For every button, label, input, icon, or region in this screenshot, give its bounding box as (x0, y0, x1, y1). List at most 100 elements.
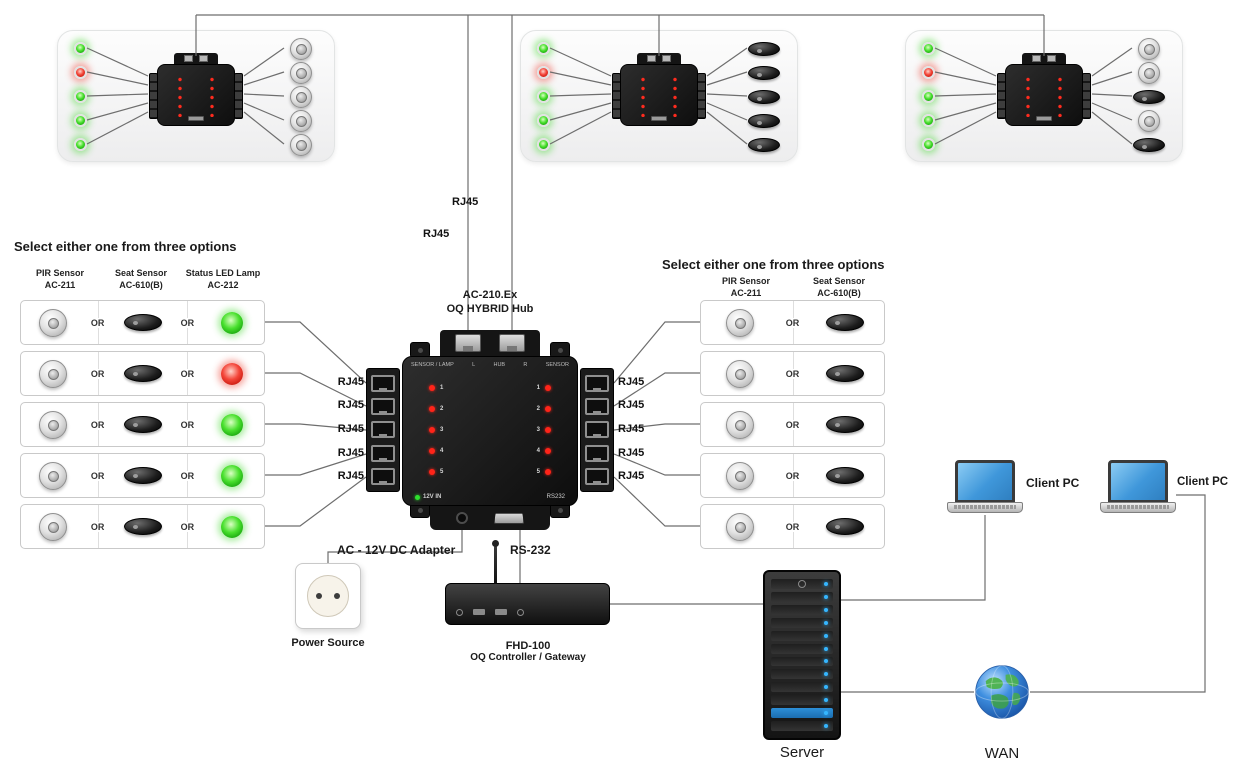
pir-sensor (726, 359, 755, 388)
or-label: OR (783, 521, 802, 532)
client-pc-2-label: Client PC (1177, 476, 1229, 488)
rj45-label: RJ45 (618, 447, 645, 459)
status-led (922, 42, 935, 55)
status-led (537, 42, 550, 55)
led-number: 5 (536, 469, 540, 475)
sensor-device (290, 110, 312, 132)
server-bay (771, 695, 833, 706)
hub-uplink-ports (440, 330, 540, 356)
server-bay (771, 656, 833, 667)
or-label: OR (88, 470, 107, 481)
server-bay (771, 669, 833, 680)
left-option-row-1: OR OR (20, 300, 265, 345)
sensor-device (1133, 90, 1165, 104)
status-led-lamp (221, 515, 244, 538)
seat-sensor (123, 314, 162, 331)
pir-sensor (38, 308, 67, 337)
hub-led-column-left: 1 2 3 4 5 (429, 385, 443, 475)
led-number: 2 (440, 406, 444, 412)
mini-hub-device (611, 53, 707, 126)
seat-sensor (825, 416, 864, 433)
led-number: 2 (536, 406, 540, 412)
seat-sensor (123, 467, 162, 484)
wan-globe (973, 663, 1031, 726)
sensor-device (1138, 110, 1160, 132)
mini-hub-left-ports (149, 73, 158, 119)
mini-hub-device (148, 53, 244, 126)
rj45-label: RJ45 (618, 376, 645, 388)
red-led (429, 469, 435, 475)
pir-sensor (726, 461, 755, 490)
ceiling-unit-3 (905, 30, 1183, 162)
serial-label: RS232 (546, 494, 565, 500)
server-bay (771, 604, 833, 615)
status-led-lamp (221, 413, 244, 436)
red-led (429, 406, 435, 412)
mini-hub-leds (1058, 75, 1062, 117)
rj45-label: RJ45 (618, 470, 645, 482)
dc-jack (456, 512, 468, 524)
controller-label: FHD-100 OQ Controller / Gateway (470, 640, 586, 663)
unit3-sensor-column (1129, 37, 1169, 157)
sensor-device (748, 42, 780, 56)
mini-hub-uplink-ports (637, 53, 681, 64)
ceiling-unit-2 (520, 30, 798, 162)
mini-hub-serial-port (651, 116, 667, 121)
server-bay (771, 721, 833, 732)
status-led (537, 90, 550, 103)
hub-bottom-panel (430, 506, 550, 530)
red-led (545, 448, 551, 454)
status-led (537, 114, 550, 127)
sensor-device (1138, 38, 1160, 60)
rj45-label: RJ45 (337, 423, 364, 435)
hub-right-port-bank (580, 368, 614, 492)
seat-sensor (825, 365, 864, 382)
pir-sensor (726, 410, 755, 439)
unit1-sensor-column (281, 37, 321, 157)
sensor-device (290, 86, 312, 108)
rj45-port (585, 375, 609, 393)
power-outlet-icon (307, 575, 349, 617)
right-options-header: Select either one from three options (662, 257, 885, 272)
rs232-label: RS-232 (510, 543, 551, 557)
status-led (74, 66, 87, 79)
rj45-label: RJ45 (337, 399, 364, 411)
unit1-led-column (74, 42, 87, 151)
laptop-keyboard-icon (947, 502, 1023, 513)
status-led (922, 114, 935, 127)
right-option-row-5: OR (700, 504, 885, 549)
rj45-port (585, 444, 609, 462)
rj45-port (585, 421, 609, 439)
status-led (922, 138, 935, 151)
db9-connector (494, 512, 524, 524)
hub-left-port-bank (366, 368, 400, 492)
antenna-icon (492, 540, 499, 584)
status-led (74, 90, 87, 103)
sensor-device (748, 66, 780, 80)
power-label: 12V IN (423, 494, 442, 500)
left-option-row-4: OR OR (20, 453, 265, 498)
mini-hub-left-ports (997, 73, 1006, 119)
sensor-device (748, 90, 780, 104)
seat-sensor (825, 467, 864, 484)
or-label: OR (178, 368, 197, 379)
client-pc-1-label: Client PC (1026, 476, 1080, 490)
ceiling-unit-1 (57, 30, 335, 162)
status-led (922, 90, 935, 103)
power-source (295, 563, 361, 629)
red-led (545, 469, 551, 475)
red-led (429, 427, 435, 433)
or-label: OR (783, 368, 802, 379)
status-led (537, 138, 550, 151)
mini-hub-body (612, 64, 706, 126)
or-label: OR (178, 317, 197, 328)
or-label: OR (783, 470, 802, 481)
seat-sensor (123, 518, 162, 535)
rj45-port (371, 375, 395, 393)
right-option-row-3: OR (700, 402, 885, 447)
sensor-device (748, 114, 780, 128)
red-led (545, 427, 551, 433)
panel-label-l: L (472, 362, 476, 368)
